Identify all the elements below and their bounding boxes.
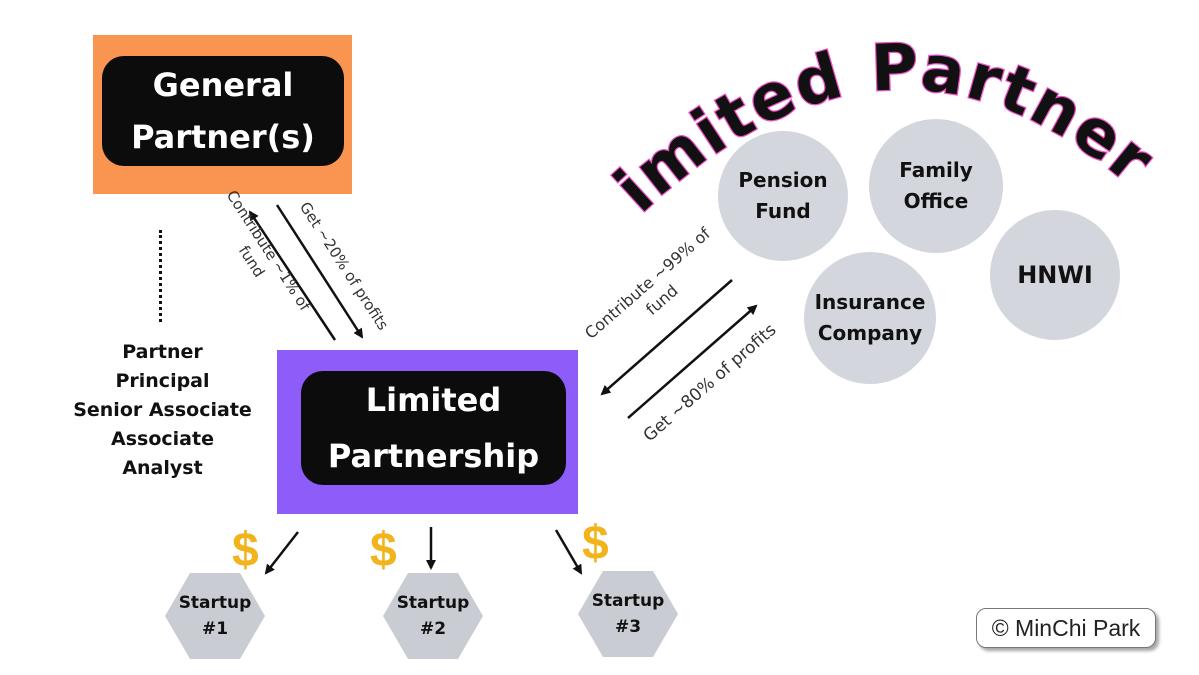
startup-1-line2: #1 — [201, 619, 229, 639]
family-office-line1: Family — [899, 158, 973, 182]
startup-2-line1: Startup — [396, 593, 470, 613]
role-item: Partner — [122, 341, 203, 363]
startup1-arrow — [264, 531, 299, 575]
copyright-badge: © MinChi Park — [976, 608, 1156, 648]
startup-3-hexagon: Startup #3 — [578, 571, 678, 657]
limited-partnership-line2: Partnership — [327, 437, 540, 475]
limited-partners-title-text: Limited Partners — [560, 0, 1167, 228]
hnwi-circle: HNWI — [990, 210, 1120, 340]
lp-profit-arrow — [627, 304, 758, 419]
hnwi-line1: HNWI — [1017, 260, 1093, 289]
family-office-circle: Family Office — [869, 119, 1003, 253]
gp-contribute-arrow — [248, 210, 337, 341]
limited-partnership-label: Limited Partnership — [301, 371, 566, 485]
insurance-company-circle: Insurance Company — [804, 252, 936, 384]
role-item: Analyst — [122, 457, 203, 479]
general-partner-line2: Partner(s) — [131, 118, 315, 156]
insurance-company-line1: Insurance — [814, 290, 926, 314]
startup3-arrow — [554, 529, 583, 575]
role-item: Associate — [111, 428, 214, 450]
svg-text:Limited Partners: Limited Partners — [560, 0, 1168, 227]
dollar-icon: $ — [370, 524, 397, 577]
pension-fund-circle: Pension Fund — [718, 131, 848, 261]
general-partner-line1: General — [152, 66, 294, 104]
dollar-icon: $ — [582, 517, 609, 570]
pension-fund-line1: Pension — [738, 168, 828, 192]
pension-fund-line2: Fund — [755, 199, 811, 223]
family-office-line2: Office — [903, 189, 969, 213]
startup-1-line1: Startup — [178, 593, 252, 613]
startup-2-line2: #2 — [419, 619, 447, 639]
startup-3-line2: #3 — [614, 617, 642, 637]
dotted-connector — [159, 230, 162, 322]
role-item: Principal — [115, 370, 210, 392]
general-partner-label: General Partner(s) — [102, 56, 344, 166]
limited-partners-title: Limited Partners — [560, 0, 1168, 228]
insurance-company-line2: Company — [817, 321, 923, 345]
roles-list: Partner Principal Senior Associate Assoc… — [40, 338, 285, 483]
startup-3-line1: Startup — [591, 591, 665, 611]
limited-partnership-line1: Limited — [365, 381, 502, 419]
role-item: Senior Associate — [73, 399, 252, 421]
lp-contribute-arrow — [600, 279, 733, 396]
gp-profit-arrow — [275, 204, 364, 339]
dollar-icon: $ — [232, 524, 259, 577]
